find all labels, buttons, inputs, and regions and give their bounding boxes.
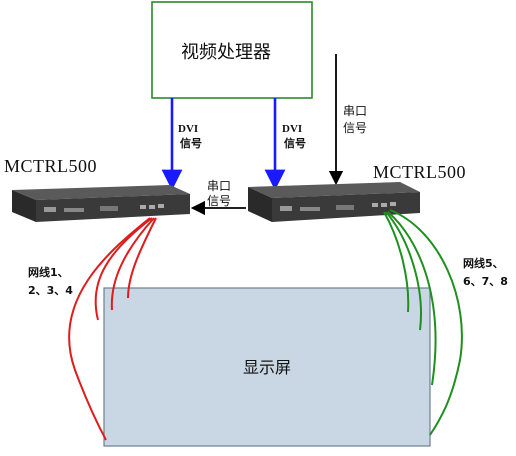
- display-screen: [103, 287, 431, 447]
- screen-label: 显示屏: [243, 358, 292, 377]
- dvi-left-label-line1: DVI: [178, 123, 199, 135]
- dvi-right-label-line2: 信号: [284, 137, 306, 150]
- cables-left-label-line2: 2、3、4: [28, 284, 73, 297]
- serial-top-label-line2: 信号: [343, 121, 368, 135]
- serial-mid-label-line2: 信号: [207, 194, 232, 208]
- cables-right-label-line1: 网线5、: [463, 257, 504, 270]
- dvi-left-label-line2: 信号: [180, 137, 202, 150]
- cables-left-label-line1: 网线1、: [28, 266, 69, 279]
- controller-left-model: MCTRL500: [4, 156, 98, 176]
- controller-right-model: MCTRL500: [373, 162, 467, 182]
- network-cables-left: [68, 217, 157, 441]
- cables-right-label-line2: 6、7、8: [463, 275, 508, 288]
- network-cables-right: [383, 209, 463, 436]
- serial-top-label-line1: 串口: [343, 104, 368, 118]
- dvi-right-label-line1: DVI: [282, 123, 303, 135]
- controller-device-right: [248, 182, 420, 222]
- serial-mid-label-line1: 串口: [207, 179, 232, 193]
- controller-device-left: [12, 185, 190, 222]
- processor-label: 视频处理器: [181, 42, 271, 63]
- video-processor-box: [151, 1, 313, 99]
